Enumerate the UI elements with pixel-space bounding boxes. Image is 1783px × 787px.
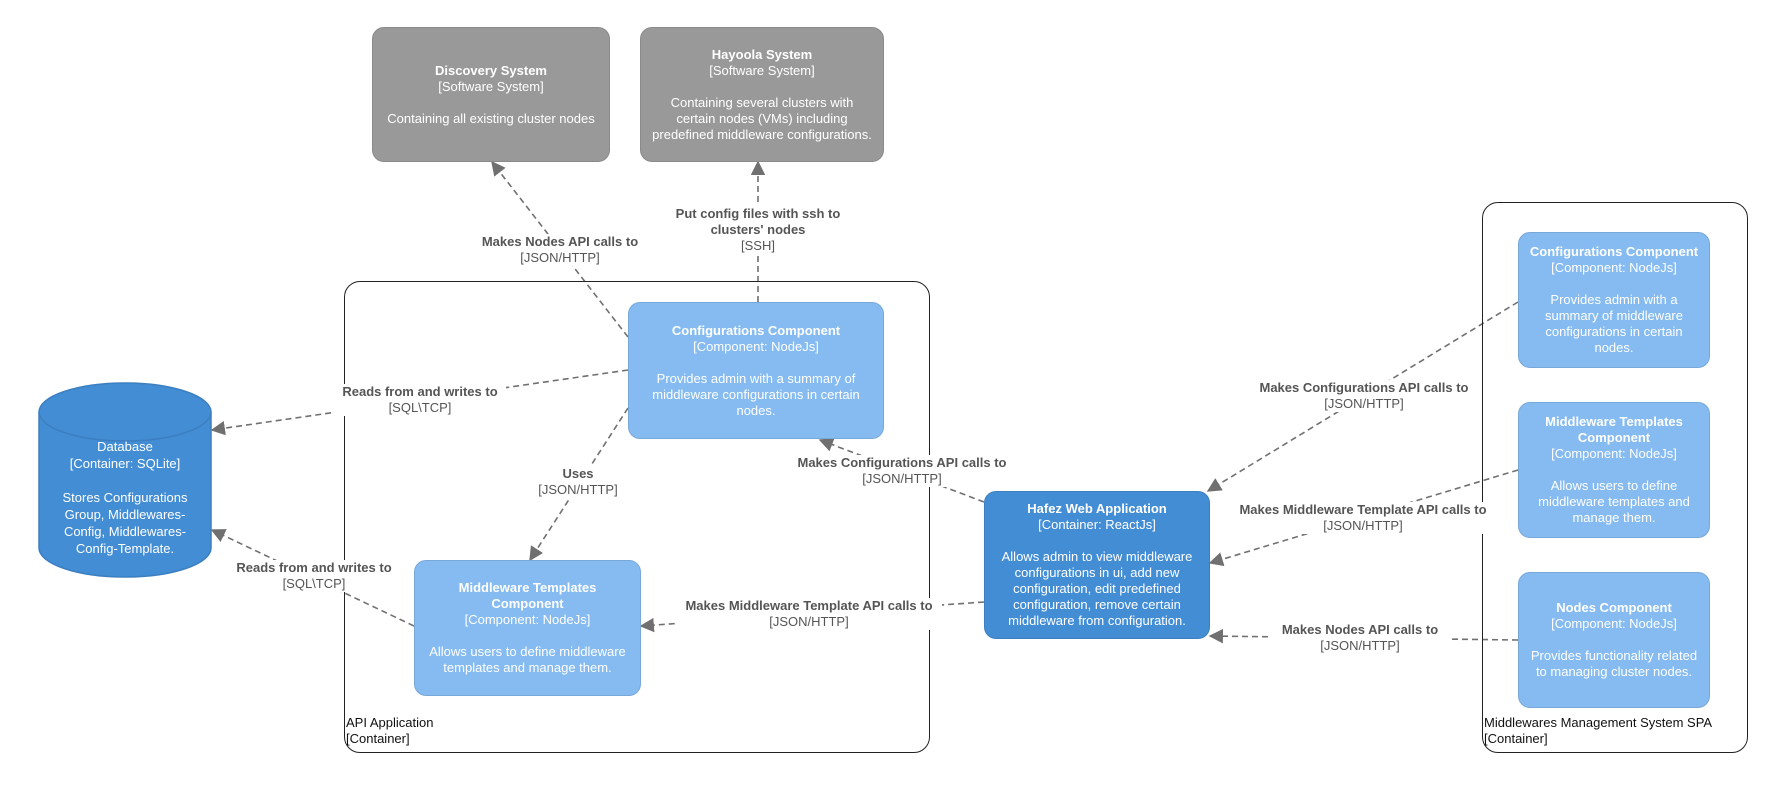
edge-label-spa-templates-to-webapp: Makes Middleware Template API calls to […: [1230, 502, 1496, 534]
edge-technology: [JSON/HTTP]: [1320, 638, 1400, 653]
boundary-name: Middlewares Management System SPA: [1484, 715, 1713, 730]
boundary-kind: [Container]: [1484, 731, 1548, 746]
spa-boundary: [1482, 202, 1748, 753]
node-title: Database: [97, 438, 153, 454]
spa-middleware-templates-component-node[interactable]: Middleware Templates Component [Componen…: [1518, 402, 1710, 538]
node-kind: [Component: NodeJs]: [464, 612, 591, 627]
node-kind: [Component: NodeJs]: [693, 338, 819, 354]
node-description: Provides admin with a summary of middlew…: [1545, 292, 1683, 355]
edge-technology: [JSON/HTTP]: [862, 471, 942, 486]
spa-boundary-label: Middlewares Management System SPA [Conta…: [1484, 715, 1712, 747]
edge-technology: [JSON/HTTP]: [1324, 396, 1404, 411]
node-kind: [Software System]: [438, 78, 544, 94]
node-title: Middleware Templates Component: [1545, 414, 1683, 445]
edge-technology: [JSON/HTTP]: [1323, 518, 1403, 533]
edge-label-config-to-discovery: Makes Nodes API calls to [JSON/HTTP]: [474, 234, 646, 266]
edge-title: Makes Nodes API calls to: [481, 234, 639, 249]
node-kind: [Software System]: [709, 62, 815, 78]
edge-title: Reads from and writes to: [342, 384, 498, 399]
node-description: Allows users to define middleware templa…: [1538, 478, 1690, 525]
node-description: Provides functionality related to managi…: [1530, 648, 1698, 679]
hayoola-system-node[interactable]: Hayoola System [Software System] Contain…: [640, 27, 884, 162]
node-description: Allows users to define middleware templa…: [429, 644, 626, 675]
database-cylinder-icon: [38, 382, 212, 578]
node-kind: [Component: NodeJs]: [1551, 446, 1677, 461]
node-description: Containing several clusters with certain…: [652, 94, 872, 142]
api-application-boundary: [344, 281, 930, 753]
node-title: Hafez Web Application: [1027, 501, 1167, 516]
edge-label-webapp-to-config: Makes Configurations API calls to [JSON/…: [788, 455, 1016, 487]
node-kind: [Container: ReactJs]: [1038, 517, 1156, 532]
edge-label-templates-to-database: Reads from and writes to [SQL\TCP]: [228, 560, 400, 592]
node-title: Hayoola System: [711, 46, 813, 62]
hafez-web-application-node[interactable]: Hafez Web Application [Container: ReactJ…: [984, 491, 1210, 639]
node-kind: [Component: NodeJs]: [1551, 260, 1677, 275]
node-title: Discovery System: [434, 62, 547, 78]
api-application-boundary-label: API Application [Container]: [346, 715, 433, 747]
edge-technology: [JSON/HTTP]: [769, 614, 849, 629]
boundary-kind: [Container]: [346, 731, 410, 746]
discovery-system-node[interactable]: Discovery System [Software System] Conta…: [372, 27, 610, 162]
edge-label-config-to-templates: Uses [JSON/HTTP]: [533, 466, 623, 498]
edge-title: Makes Middleware Template API calls to: [685, 598, 933, 613]
node-description: Allows admin to view middleware configur…: [1001, 549, 1193, 628]
edge-label-config-to-hayoola: Put config files with ssh to clusters' n…: [671, 206, 845, 254]
database-node[interactable]: Database [Container: SQLite] Stores Conf…: [38, 382, 212, 578]
edge-technology: [JSON/HTTP]: [538, 482, 618, 497]
node-kind: [Container: SQLite]: [69, 455, 181, 471]
api-middleware-templates-component-node[interactable]: Middleware Templates Component [Componen…: [414, 560, 641, 696]
edge-label-webapp-to-templates: Makes Middleware Template API calls to […: [676, 598, 942, 630]
edge-label-config-to-database: Reads from and writes to [SQL\TCP]: [334, 384, 506, 416]
node-title: Configurations Component: [671, 322, 841, 338]
node-description: Containing all existing cluster nodes: [387, 110, 595, 126]
edge-technology: [SSH]: [741, 238, 775, 253]
edge-title: Makes Middleware Template API calls to: [1239, 502, 1487, 517]
edge-title: Makes Configurations API calls to: [797, 455, 1007, 470]
edge-label-spa-nodes-to-webapp: Makes Nodes API calls to [JSON/HTTP]: [1272, 622, 1448, 654]
node-description: Stores Configurations Group, Middlewares…: [62, 489, 188, 556]
boundary-name: API Application: [346, 715, 434, 730]
edge-title: Makes Nodes API calls to: [1281, 622, 1439, 637]
edge-technology: [JSON/HTTP]: [520, 250, 600, 265]
edge-title: Uses: [562, 466, 594, 481]
spa-configurations-component-node[interactable]: Configurations Component [Component: Nod…: [1518, 232, 1710, 368]
api-configurations-component-node[interactable]: Configurations Component [Component: Nod…: [628, 302, 884, 439]
node-title: Configurations Component: [1529, 244, 1699, 259]
node-description: Provides admin with a summary of middlew…: [652, 370, 860, 418]
edge-label-spa-config-to-webapp: Makes Configurations API calls to [JSON/…: [1250, 380, 1478, 412]
edge-technology: [SQL\TCP]: [388, 400, 452, 415]
edge-technology: [SQL\TCP]: [282, 576, 346, 591]
node-title: Nodes Component: [1556, 600, 1672, 615]
node-kind: [Component: NodeJs]: [1551, 616, 1677, 631]
edge-title: Put config files with ssh to clusters' n…: [675, 206, 841, 237]
edge-title: Reads from and writes to: [236, 560, 392, 575]
edge-title: Makes Configurations API calls to: [1259, 380, 1469, 395]
node-title: Middleware Templates Component: [458, 580, 597, 611]
spa-nodes-component-node[interactable]: Nodes Component [Component: NodeJs] Prov…: [1518, 572, 1710, 708]
